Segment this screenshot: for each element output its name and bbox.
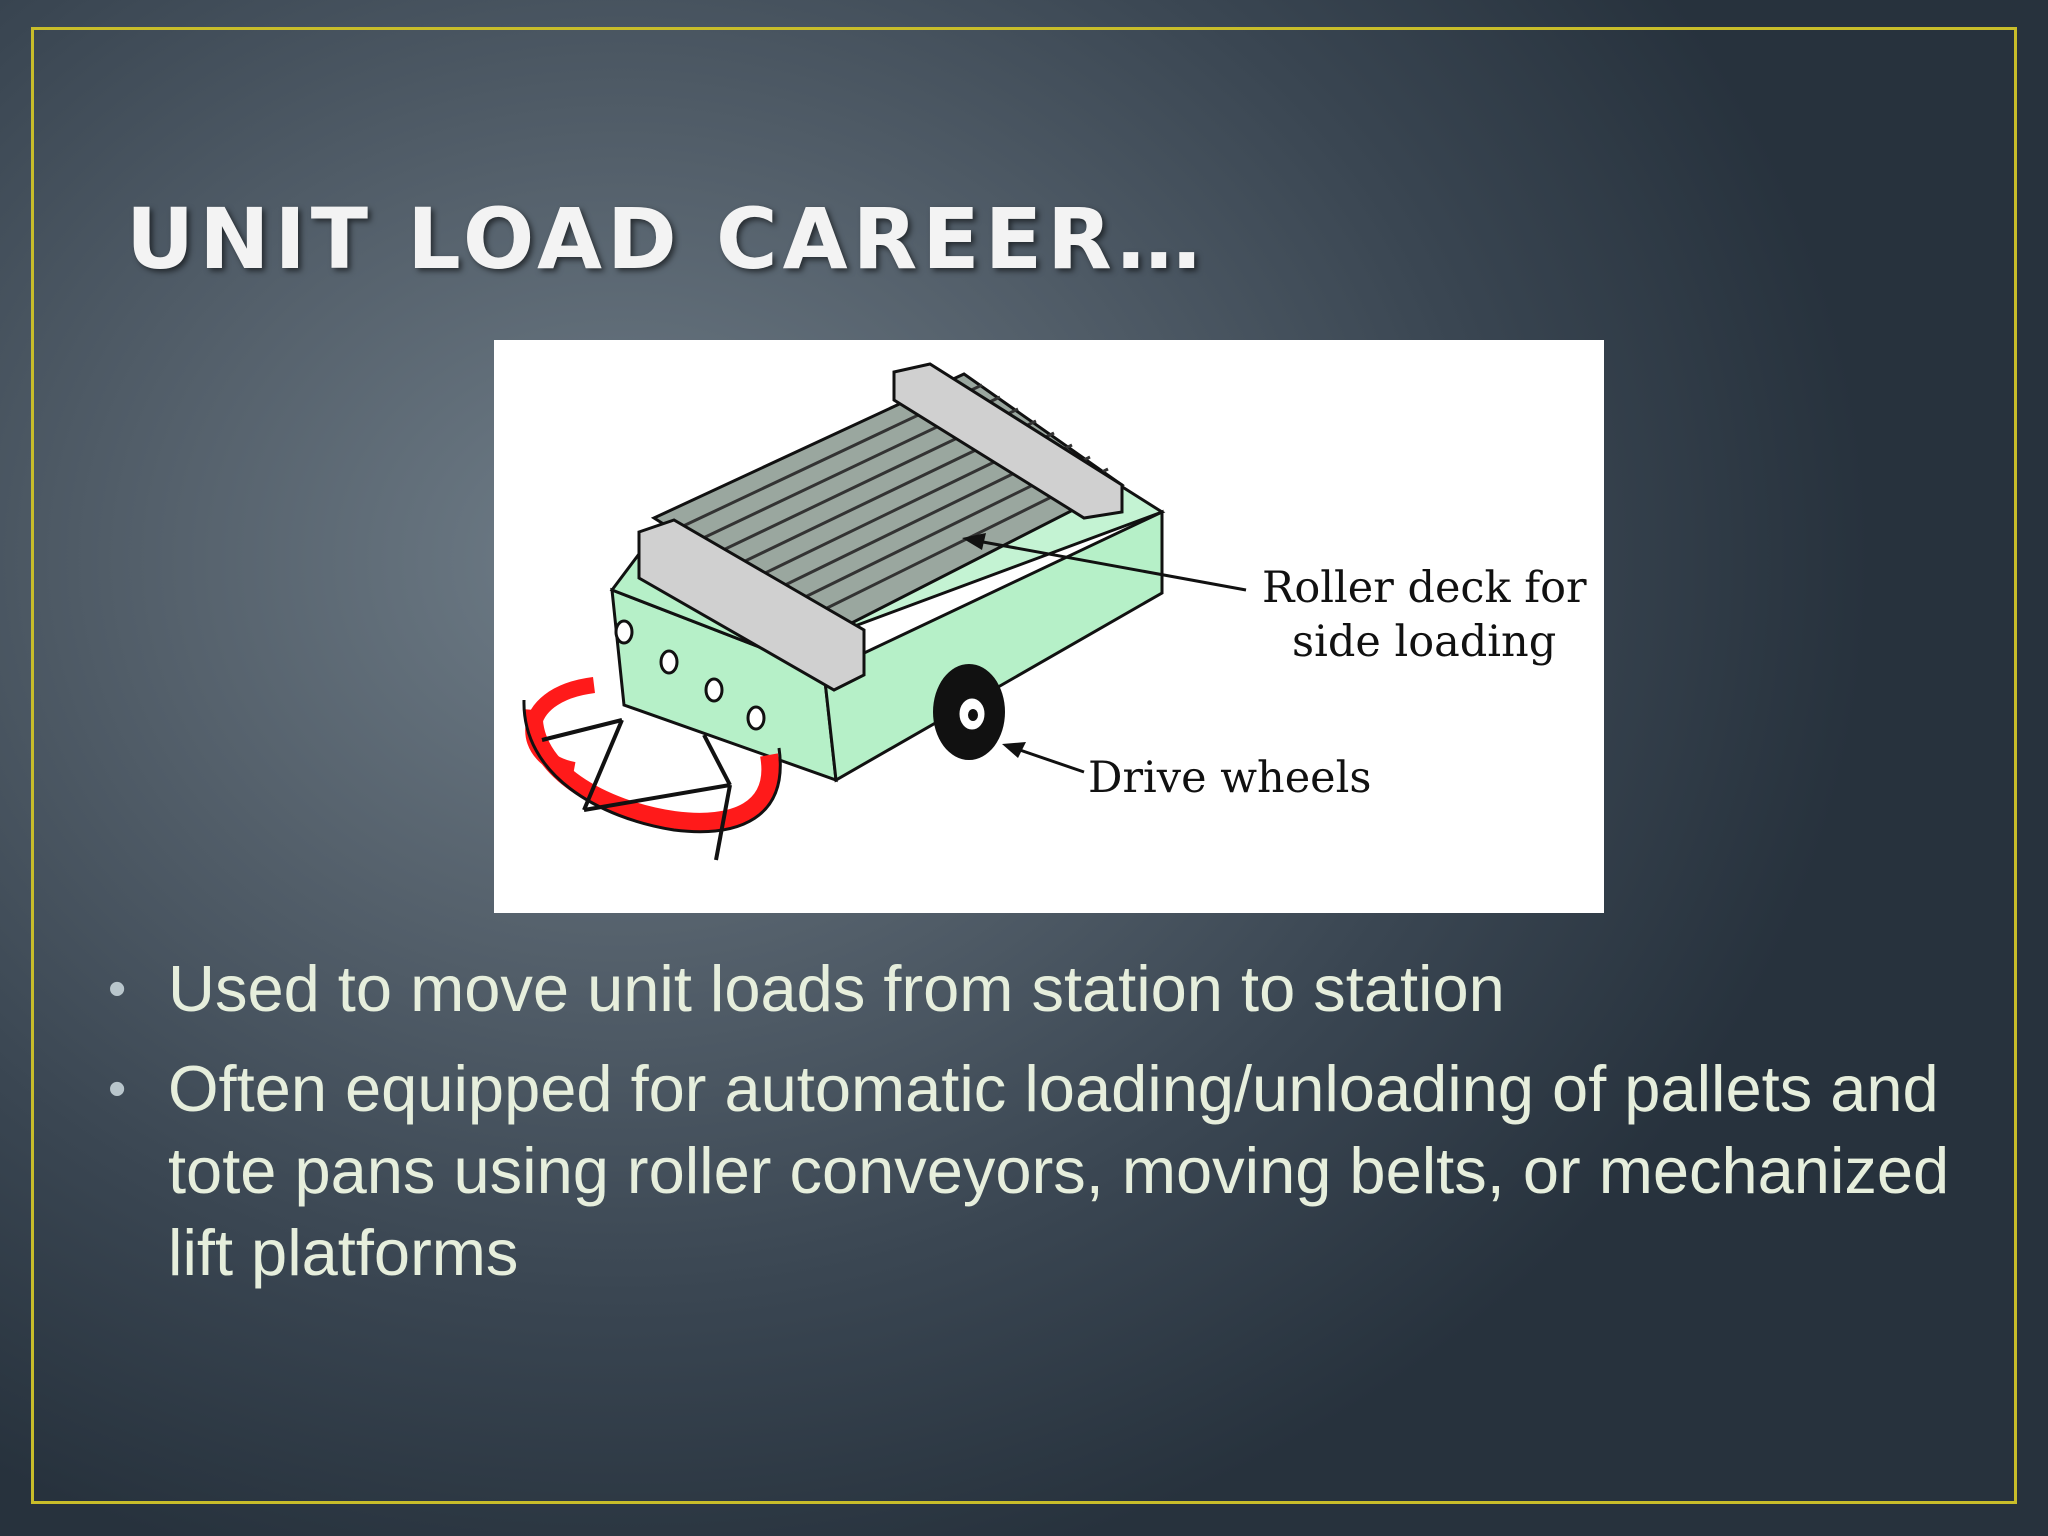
pointer-drive-wheels bbox=[1013, 746, 1085, 774]
front-light-1 bbox=[614, 619, 634, 645]
slide-title: UNIT LOAD CAREER… bbox=[126, 190, 1206, 288]
bullet-text: Used to move unit loads from station to … bbox=[168, 952, 1505, 1025]
roller-deck-label-line2: side loading bbox=[1292, 617, 1556, 667]
drive-wheels-label: Drive wheels bbox=[1088, 753, 1371, 803]
drive-wheel bbox=[933, 664, 1005, 760]
bullet-text: Often equipped for automatic loading/unl… bbox=[168, 1052, 1950, 1289]
unit-load-carrier-illustration: Roller deck for side loading Drive wheel… bbox=[522, 362, 1587, 861]
bullet-marker: • bbox=[108, 1060, 127, 1118]
bullet-marker: • bbox=[108, 960, 127, 1018]
bullet-item: • Used to move unit loads from station t… bbox=[102, 948, 1952, 1030]
deck-rail-front bbox=[637, 518, 866, 692]
bullet-list: • Used to move unit loads from station t… bbox=[102, 948, 1952, 1312]
bumper-struts bbox=[541, 718, 732, 861]
vehicle-diagram: Roller deck for side loading Drive wheel… bbox=[494, 340, 1604, 913]
front-light-2 bbox=[659, 649, 679, 675]
body-right-side bbox=[822, 509, 1164, 783]
front-light-3 bbox=[704, 677, 724, 703]
slide-frame bbox=[31, 27, 2017, 1504]
bullet-item: • Often equipped for automatic loading/u… bbox=[102, 1048, 1952, 1294]
front-light-4 bbox=[746, 705, 766, 731]
safety-bumper-front bbox=[524, 709, 780, 831]
deck-rail-back bbox=[892, 362, 1124, 520]
pointer-roller-deck bbox=[971, 538, 1247, 592]
roller-deck-label-line1: Roller deck for bbox=[1262, 563, 1587, 613]
